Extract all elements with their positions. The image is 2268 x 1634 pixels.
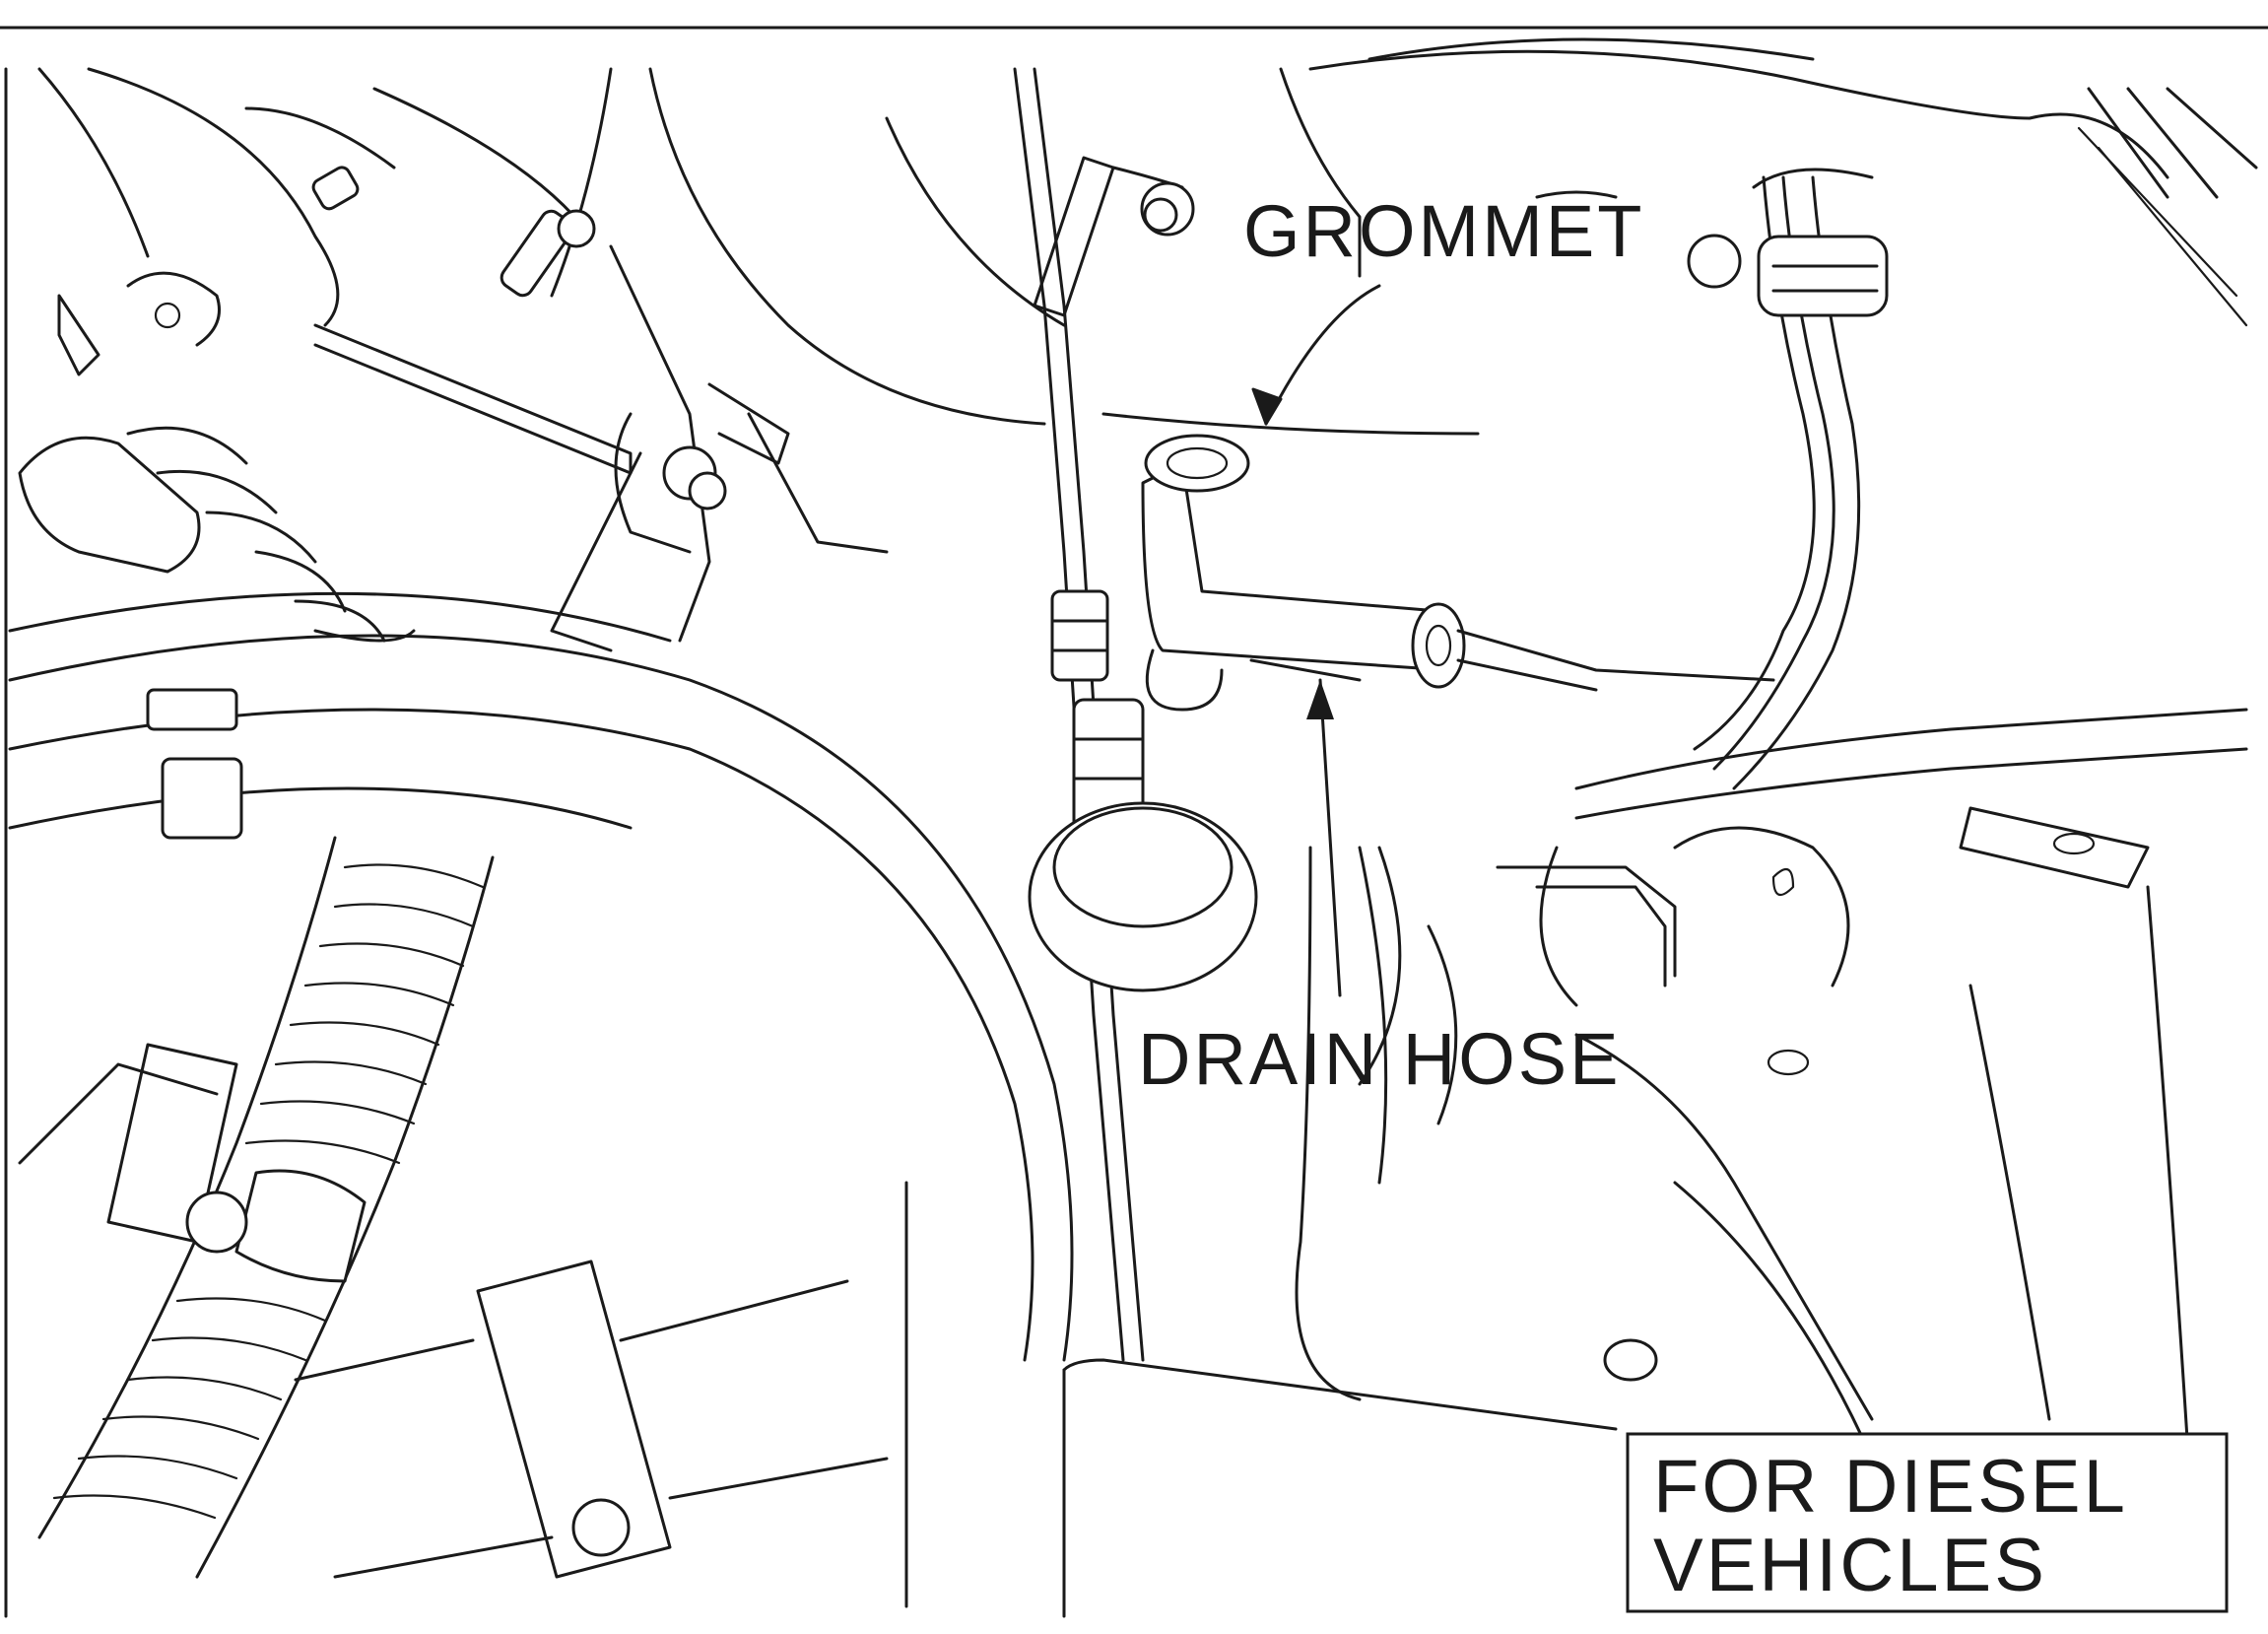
grommet-label: GROMMET [1243, 190, 1644, 272]
grommet-leader [1251, 284, 1381, 426]
body-panel [1062, 708, 2248, 1618]
diesel-note-line2: VEHICLES [1653, 1524, 2047, 1607]
drain-hose-label: DRAIN HOSE [1138, 1018, 1622, 1100]
drain-hose-end [1411, 602, 1466, 689]
wire-harness [1687, 168, 1889, 790]
cowl-panel [648, 37, 2258, 436]
grommet-ring [1144, 434, 1250, 493]
hose-clamp [294, 1181, 908, 1608]
tube-ribs [52, 863, 485, 1520]
linkage-bracket [313, 244, 889, 652]
drain-hose-leader [1306, 678, 1342, 997]
corrugated-tube [18, 836, 495, 1579]
accelerator-cable [1013, 67, 1258, 1362]
brake-booster [37, 67, 613, 376]
rubber-boot [18, 426, 416, 643]
diagram-frame [0, 26, 2268, 1618]
drain-hose-assembly [1141, 434, 1775, 712]
diesel-note-box: FOR DIESEL VEHICLES [1626, 1432, 2229, 1613]
large-hose [8, 591, 1074, 1362]
diesel-note-line1: FOR DIESEL [1653, 1445, 2128, 1529]
